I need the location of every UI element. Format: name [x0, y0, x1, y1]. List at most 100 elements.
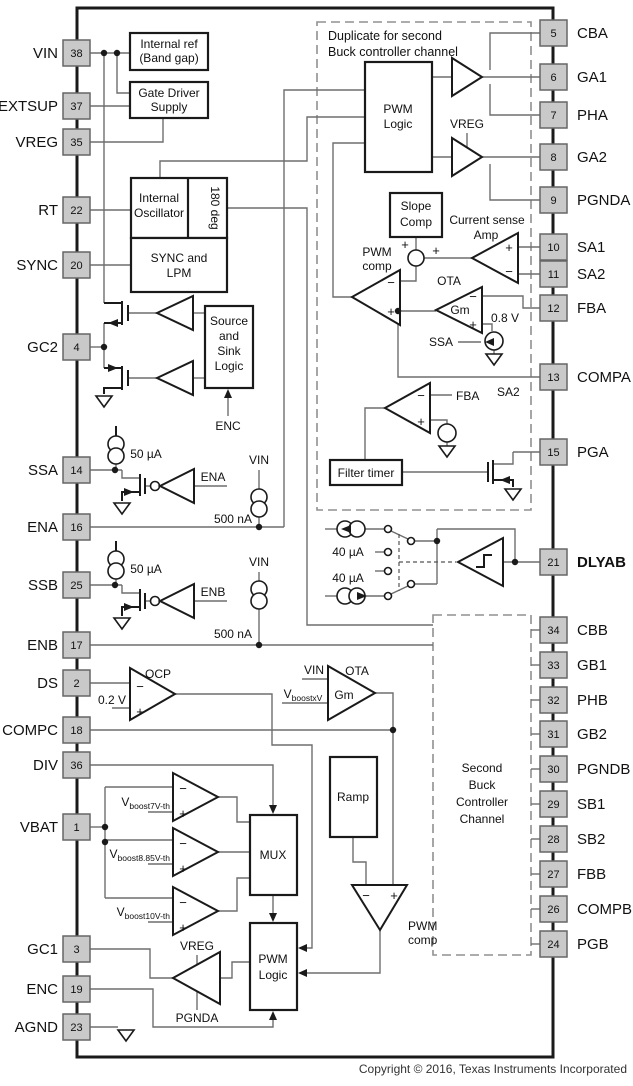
second-buck-label: Buck — [469, 778, 497, 792]
pin-number: 33 — [547, 660, 559, 672]
label: − — [136, 679, 144, 694]
label: VIN — [304, 663, 324, 677]
pin-label: ENA — [27, 519, 58, 536]
pin-label: CBB — [577, 622, 608, 639]
label: + — [432, 243, 440, 258]
wire — [400, 266, 417, 282]
block-gate-driver-supply: Gate Driver Supply — [128, 80, 210, 120]
label: Logic — [215, 359, 244, 373]
junction-dot — [433, 537, 441, 545]
duplicate-channel-box — [316, 21, 532, 511]
current-sense-amp-icon — [469, 231, 519, 285]
gc1-wire — [90, 948, 173, 979]
component-line — [103, 387, 122, 394]
label: 50 µA — [130, 447, 162, 461]
pin-label: DIV — [33, 757, 58, 774]
pin-label: VBAT — [20, 819, 58, 836]
pin-label: SA1 — [577, 239, 605, 256]
pin-box — [62, 513, 91, 541]
label: Sink — [217, 344, 241, 358]
duplicate-note: Duplicate for second — [328, 29, 442, 43]
clock-180-to-channel-b — [227, 207, 433, 626]
shape — [248, 813, 299, 897]
label: Source — [210, 314, 248, 328]
pin-number: 22 — [70, 205, 82, 217]
pin-number: 9 — [550, 195, 556, 207]
pin-box — [62, 571, 91, 599]
contact-circle — [383, 591, 393, 601]
pin-box — [62, 975, 91, 1003]
wire — [482, 323, 493, 331]
pin-number: 14 — [70, 465, 82, 477]
pin-box — [539, 260, 568, 288]
label: Logic — [259, 968, 288, 982]
pin-number: 21 — [547, 557, 559, 569]
pin-box — [539, 825, 568, 853]
pin-dlyab: 21 DLYAB — [539, 548, 626, 576]
pin-box — [539, 930, 568, 958]
pin-box — [539, 363, 568, 391]
junction-dot — [111, 466, 119, 474]
pin-label: COMPA — [577, 369, 631, 386]
pin-ds: 2DS — [37, 669, 91, 697]
label: V — [284, 687, 292, 701]
buffer-icon — [154, 359, 194, 397]
pin-label: PGA — [577, 444, 609, 461]
label: VREG — [450, 117, 484, 131]
label: 40 µA — [332, 571, 364, 585]
wire — [493, 452, 514, 465]
pin-label: VREG — [15, 134, 58, 151]
pwmcomp-to-logic — [332, 142, 365, 298]
label: VREG — [180, 939, 214, 953]
junction-dot — [101, 838, 109, 846]
inverter-icon — [157, 467, 195, 505]
pin-box — [539, 438, 568, 466]
pin-box — [62, 631, 91, 659]
pin-number: 24 — [547, 939, 559, 951]
label: Amp — [474, 228, 499, 242]
schmitt-trigger-icon — [455, 536, 504, 588]
label: Ramp — [337, 790, 369, 804]
clock-to-pwm-a — [159, 116, 365, 178]
ground-icon — [484, 353, 504, 367]
pin-label: SYNC — [16, 257, 58, 274]
pwm-comparator-icon — [350, 884, 409, 932]
second-buck-channel-box — [432, 614, 532, 956]
pin-number: 3 — [73, 944, 79, 956]
block-pwm-logic-c: PWM Logic — [248, 921, 299, 1012]
label: FBA — [456, 389, 479, 403]
pin-label: DLYAB — [577, 554, 626, 571]
pin-box — [539, 616, 568, 644]
label: Internal ref — [140, 37, 198, 51]
label: + — [136, 704, 144, 719]
label: + — [469, 317, 477, 332]
pin-label: PGNDB — [577, 761, 630, 778]
pin-number: 38 — [70, 48, 82, 60]
shape — [328, 755, 379, 839]
pin-box — [62, 39, 91, 67]
contact-circle — [383, 547, 393, 557]
label: − — [417, 388, 425, 403]
pin-label: COMPC — [2, 722, 58, 739]
pin-box — [539, 19, 568, 47]
pin-number: 29 — [547, 799, 559, 811]
pin-label: FBB — [577, 866, 606, 883]
label: − — [505, 264, 513, 279]
pin-box — [62, 716, 91, 744]
pin-label: GB2 — [577, 726, 607, 743]
pin-number: 11 — [548, 269, 559, 281]
pin-number: 5 — [550, 28, 556, 40]
pin-label: SA2 — [577, 266, 605, 283]
label: Gate Driver — [138, 86, 199, 100]
label: boost10V-th — [125, 911, 171, 921]
pin-label: SB2 — [577, 831, 605, 848]
wire — [437, 528, 516, 562]
pin-number: 2 — [73, 678, 79, 690]
